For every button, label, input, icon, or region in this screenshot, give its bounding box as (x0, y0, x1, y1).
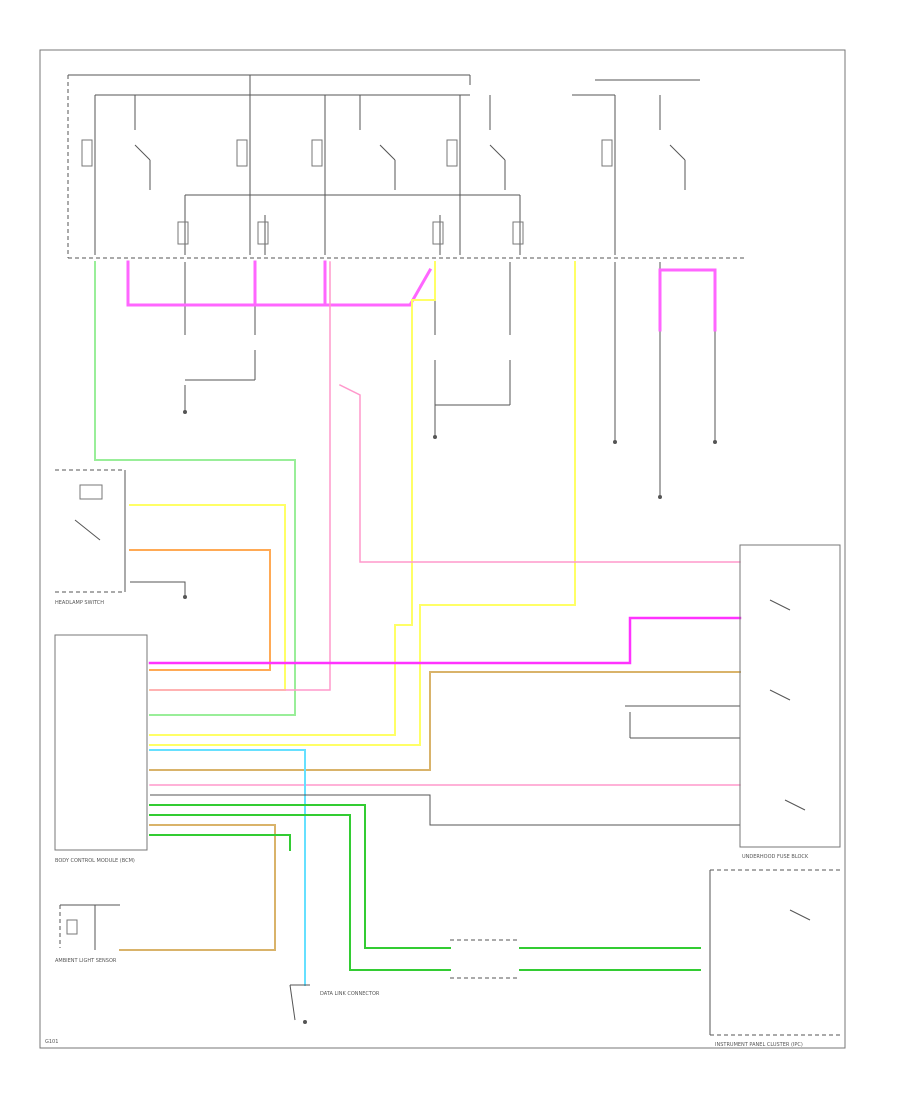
right-modules: UNDERHOOD FUSE BLOCK (739, 544, 841, 860)
ipc-label: INSTRUMENT PANEL CLUSTER (IPC) (715, 1042, 803, 1048)
bcm: BODY CONTROL MODULE (BCM) (54, 634, 148, 864)
wire-magenta-mid (148, 616, 742, 665)
wire-yellow-2 (149, 261, 436, 736)
fuse-block-label: UNDERHOOD FUSE BLOCK (742, 854, 809, 860)
wire-green-1 (149, 804, 451, 949)
wire-orange (129, 549, 271, 671)
ambient-light-sensor: AMBIENT LIGHT SENSOR (55, 904, 120, 964)
wire-pink-top (126, 260, 433, 307)
wire-rose (149, 261, 331, 691)
data-link-connector: DATA LINK CONNECTOR (289, 984, 380, 1021)
headlamp-switch-label: HEADLAMP SWITCH (55, 600, 104, 606)
data-link-connector-label: DATA LINK CONNECTOR (320, 991, 380, 997)
headlamp-switch: HEADLAMP SWITCH (55, 469, 126, 606)
ipc: INSTRUMENT PANEL CLUSTER (IPC) (709, 869, 840, 1048)
wiring-harness (94, 260, 742, 986)
diagram-frame (39, 49, 846, 1049)
bcm-label: BODY CONTROL MODULE (BCM) (55, 858, 135, 864)
wire-light-green (94, 261, 296, 716)
lamp-circuits (184, 262, 716, 605)
wire-tan (149, 671, 741, 771)
splice-pack (450, 939, 520, 979)
wire-magenta-right (658, 268, 717, 332)
ground-symbols (183, 410, 717, 1024)
fuse-block (67, 74, 745, 259)
wire-cyan (149, 749, 306, 986)
ambient-light-sensor-label: AMBIENT LIGHT SENSOR (55, 958, 117, 964)
diagram-code: G101 (45, 1039, 58, 1045)
wire-yellow-3 (149, 261, 576, 746)
